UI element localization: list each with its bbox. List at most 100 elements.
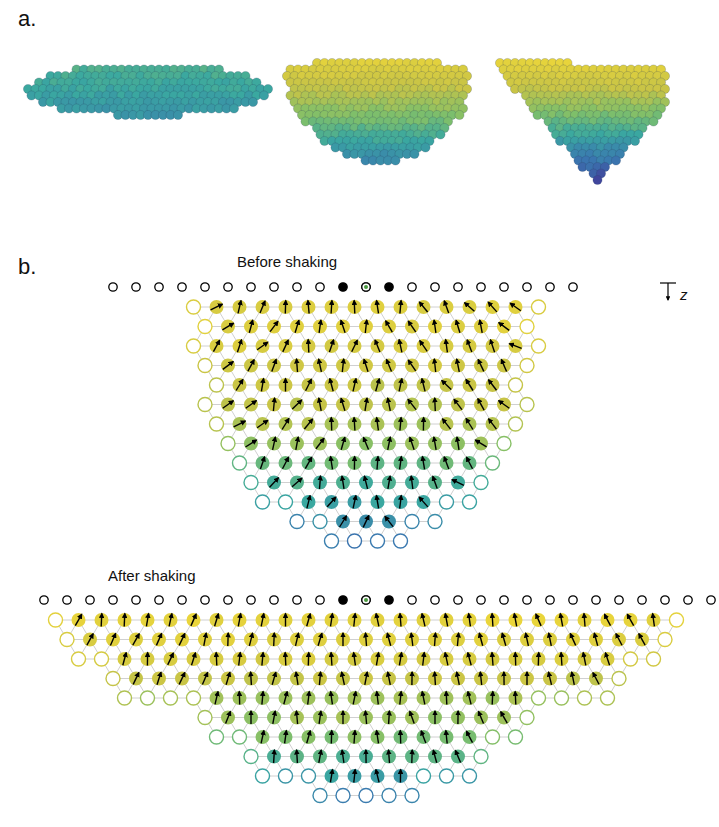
- velocity-arrow: [478, 360, 484, 372]
- particle: [348, 339, 362, 353]
- velocity-arrow: [454, 399, 462, 409]
- velocity-arrow: [213, 340, 219, 351]
- velocity-arrow: [146, 614, 148, 627]
- particle: [348, 300, 362, 314]
- particle: [436, 130, 445, 139]
- velocity-arrow: [319, 320, 321, 333]
- particle: [279, 417, 293, 431]
- velocity-arrow: [341, 398, 345, 410]
- particle: [141, 652, 155, 666]
- particle: [279, 339, 293, 353]
- velocity-arrow: [308, 301, 309, 314]
- particle: [72, 613, 86, 627]
- velocity-arrow: [331, 418, 333, 431]
- particle: [129, 672, 143, 686]
- velocity-arrow: [490, 340, 494, 352]
- velocity-arrow: [377, 418, 379, 431]
- wall-particle: [684, 596, 692, 604]
- boundary-particle: [670, 613, 684, 627]
- velocity-arrow: [526, 633, 529, 646]
- velocity-arrow: [353, 418, 355, 431]
- velocity-arrow: [422, 614, 425, 627]
- particle: [336, 320, 350, 334]
- particle: [497, 320, 511, 334]
- velocity-arrow: [296, 633, 299, 646]
- velocity-arrow: [423, 653, 425, 666]
- particle: [391, 156, 400, 165]
- particle: [371, 417, 385, 431]
- particle: [440, 652, 454, 666]
- boundary-particle: [244, 476, 258, 490]
- wall-particle: [178, 283, 186, 291]
- particle: [267, 320, 281, 334]
- velocity-arrow: [434, 437, 436, 450]
- particle: [428, 359, 442, 373]
- particle: [405, 672, 419, 686]
- velocity-arrow: [364, 476, 367, 489]
- particle: [428, 672, 442, 686]
- particle: [348, 652, 362, 666]
- velocity-arrow: [318, 633, 322, 645]
- particle: [221, 320, 235, 334]
- velocity-arrow: [399, 379, 402, 392]
- velocity-arrow: [400, 614, 401, 627]
- velocity-arrow: [75, 614, 81, 625]
- velocity-arrow: [375, 340, 380, 352]
- particle: [141, 613, 155, 627]
- velocity-arrow: [411, 672, 413, 685]
- particle: [463, 300, 477, 314]
- particle: [509, 652, 523, 666]
- wall-particle: [500, 283, 508, 291]
- velocity-arrow: [468, 653, 471, 666]
- boundary-particle: [474, 476, 488, 490]
- particle: [244, 437, 258, 451]
- velocity-arrow: [560, 614, 562, 627]
- velocity-arrow: [491, 614, 493, 627]
- boundary-particle: [49, 613, 63, 627]
- particle: [279, 378, 293, 392]
- particle: [394, 417, 408, 431]
- velocity-arrow: [364, 438, 369, 450]
- velocity-arrow: [594, 633, 597, 646]
- boundary-particle: [221, 437, 235, 451]
- wall-particle: [477, 596, 485, 604]
- particle: [336, 515, 350, 529]
- velocity-arrow: [304, 419, 312, 429]
- boundary-particle: [440, 495, 454, 509]
- particle: [451, 359, 465, 373]
- particle: [635, 633, 649, 647]
- wall-particle: [362, 596, 370, 604]
- particle: [394, 339, 408, 353]
- particle: [256, 456, 270, 470]
- wall-particle: [224, 596, 232, 604]
- particle: [578, 652, 592, 666]
- velocity-arrow: [272, 359, 276, 371]
- velocity-arrow: [399, 653, 401, 666]
- particle: [474, 633, 488, 647]
- particle: [359, 359, 373, 373]
- particle: [371, 456, 385, 470]
- particle: [555, 652, 569, 666]
- wall-particle: [362, 283, 370, 291]
- boundary-particle: [371, 534, 385, 548]
- particle: [428, 633, 442, 647]
- particle: [336, 672, 350, 686]
- particle: [198, 672, 212, 686]
- velocity-arrow: [605, 614, 611, 625]
- particle: [451, 320, 465, 334]
- particle: [593, 175, 602, 184]
- particle: [221, 672, 235, 686]
- particle: [455, 110, 464, 119]
- velocity-arrow: [272, 672, 276, 684]
- velocity-arrow: [319, 672, 320, 685]
- velocity-arrow: [307, 614, 311, 626]
- boundary-particle: [509, 378, 523, 392]
- particle: [486, 652, 500, 666]
- particle: [382, 359, 396, 373]
- velocity-arrow: [330, 379, 333, 392]
- boundary-particle: [256, 495, 270, 509]
- particle: [405, 359, 419, 373]
- wall-particle: [546, 283, 554, 291]
- particle: [417, 495, 431, 509]
- particle: [601, 613, 615, 627]
